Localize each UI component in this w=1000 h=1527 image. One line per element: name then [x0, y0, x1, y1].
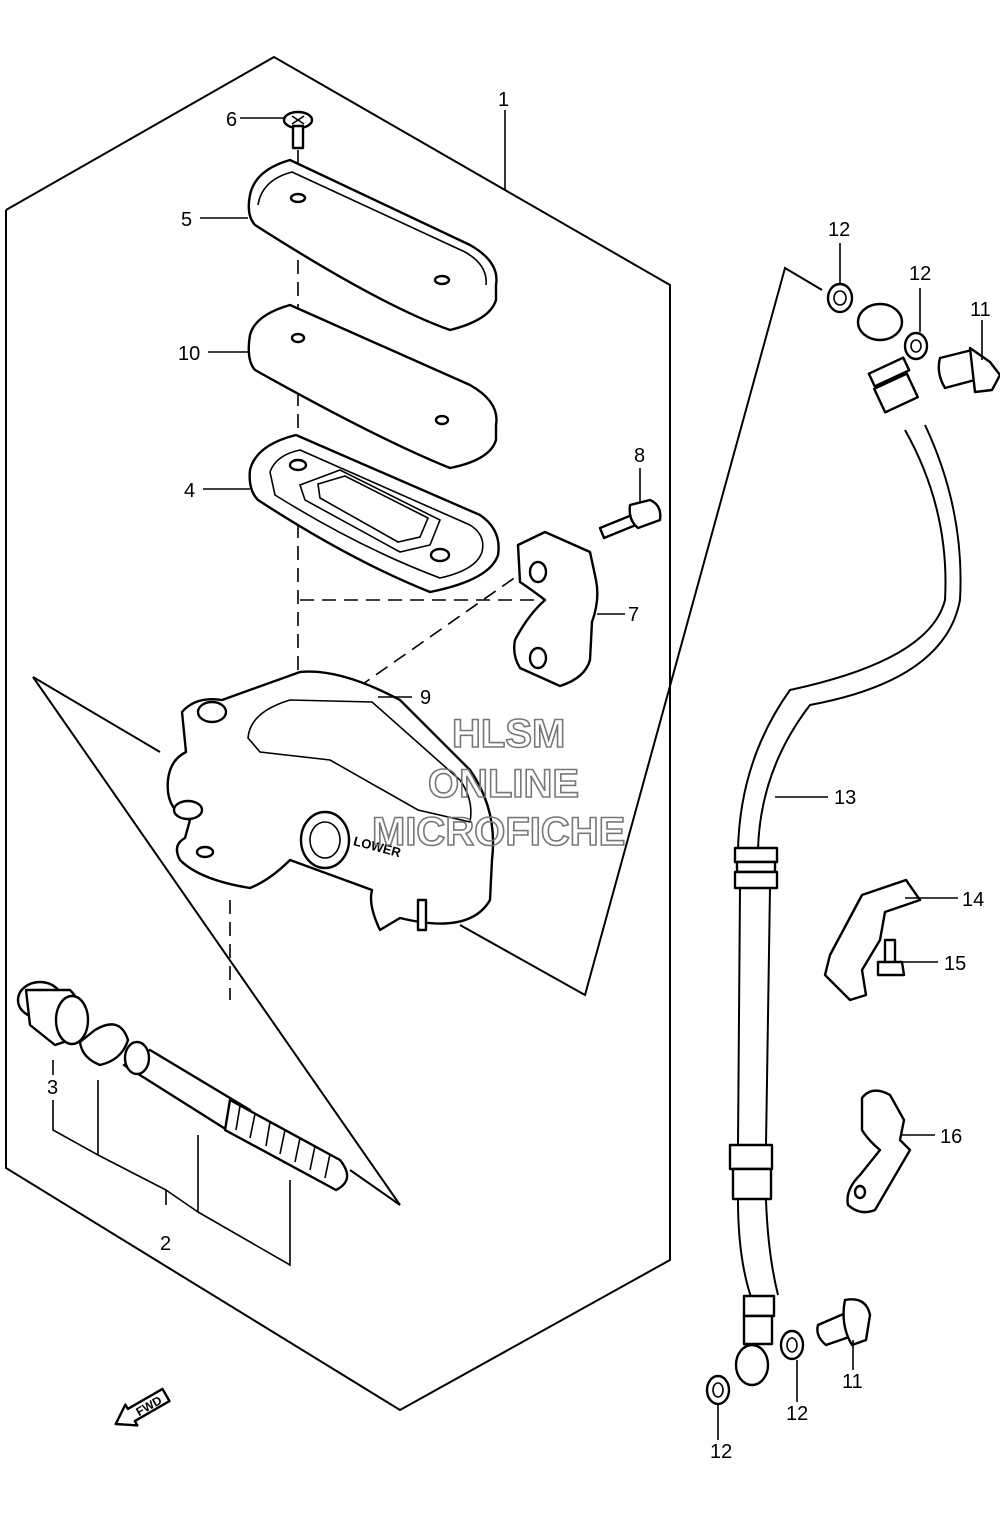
callout-1: 1	[498, 89, 509, 111]
part-bolt-8	[598, 498, 662, 540]
callout-9: 9	[420, 687, 431, 709]
callout-7: 7	[628, 604, 639, 626]
assembly-outline	[5, 55, 671, 1412]
callout-12-bottom-left: 12	[710, 1441, 732, 1463]
part-spring	[223, 1098, 349, 1192]
callout-5: 5	[181, 209, 192, 231]
part-bracket-14	[823, 878, 922, 1002]
bolts-11	[816, 346, 1000, 1347]
callout-12-top-left: 12	[828, 219, 850, 241]
part-bolt-15	[876, 938, 906, 977]
part-hose-13	[728, 302, 962, 1387]
part-diaphragm-4	[248, 433, 500, 594]
fwd-arrow: FWD	[114, 1387, 171, 1427]
part-cap-5	[247, 158, 498, 332]
watermark-line-2: ONLINE	[428, 762, 579, 806]
part-screw-6	[282, 110, 314, 150]
callout-numbers: 1 6 5 10 4 8 7 9 3 2 12 12 11 13 14 15 1…	[47, 89, 991, 1463]
callout-8: 8	[634, 445, 645, 467]
callout-15: 15	[944, 953, 966, 975]
callout-14: 14	[962, 889, 984, 911]
callout-11-bottom: 11	[842, 1371, 863, 1393]
part-clamp-16	[846, 1089, 912, 1214]
part-plate-10	[247, 303, 498, 470]
callout-6: 6	[226, 109, 237, 131]
callout-13: 13	[834, 787, 856, 809]
watermark-line-1: HLSM	[452, 712, 565, 756]
callout-4: 4	[184, 480, 195, 502]
part-circlip	[78, 1023, 130, 1067]
callout-12-top-right: 12	[909, 263, 931, 285]
part-boot-3	[16, 980, 90, 1047]
watermark: HLSM ONLINE MICROFICHE	[371, 711, 626, 855]
leader-lines	[52, 110, 983, 1440]
washers-12	[705, 282, 929, 1406]
callout-12-bottom-right: 12	[786, 1403, 808, 1425]
callout-10: 10	[178, 343, 200, 365]
watermark-line-3: MICROFICHE	[372, 810, 625, 854]
master-cylinder-body: LOWER	[166, 670, 495, 932]
part-clamp-7	[512, 530, 599, 688]
callout-11-top: 11	[970, 299, 991, 321]
callout-3: 3	[47, 1077, 58, 1099]
callout-16: 16	[940, 1126, 962, 1148]
callout-2: 2	[160, 1233, 171, 1255]
callout-brackets	[52, 1080, 291, 1267]
